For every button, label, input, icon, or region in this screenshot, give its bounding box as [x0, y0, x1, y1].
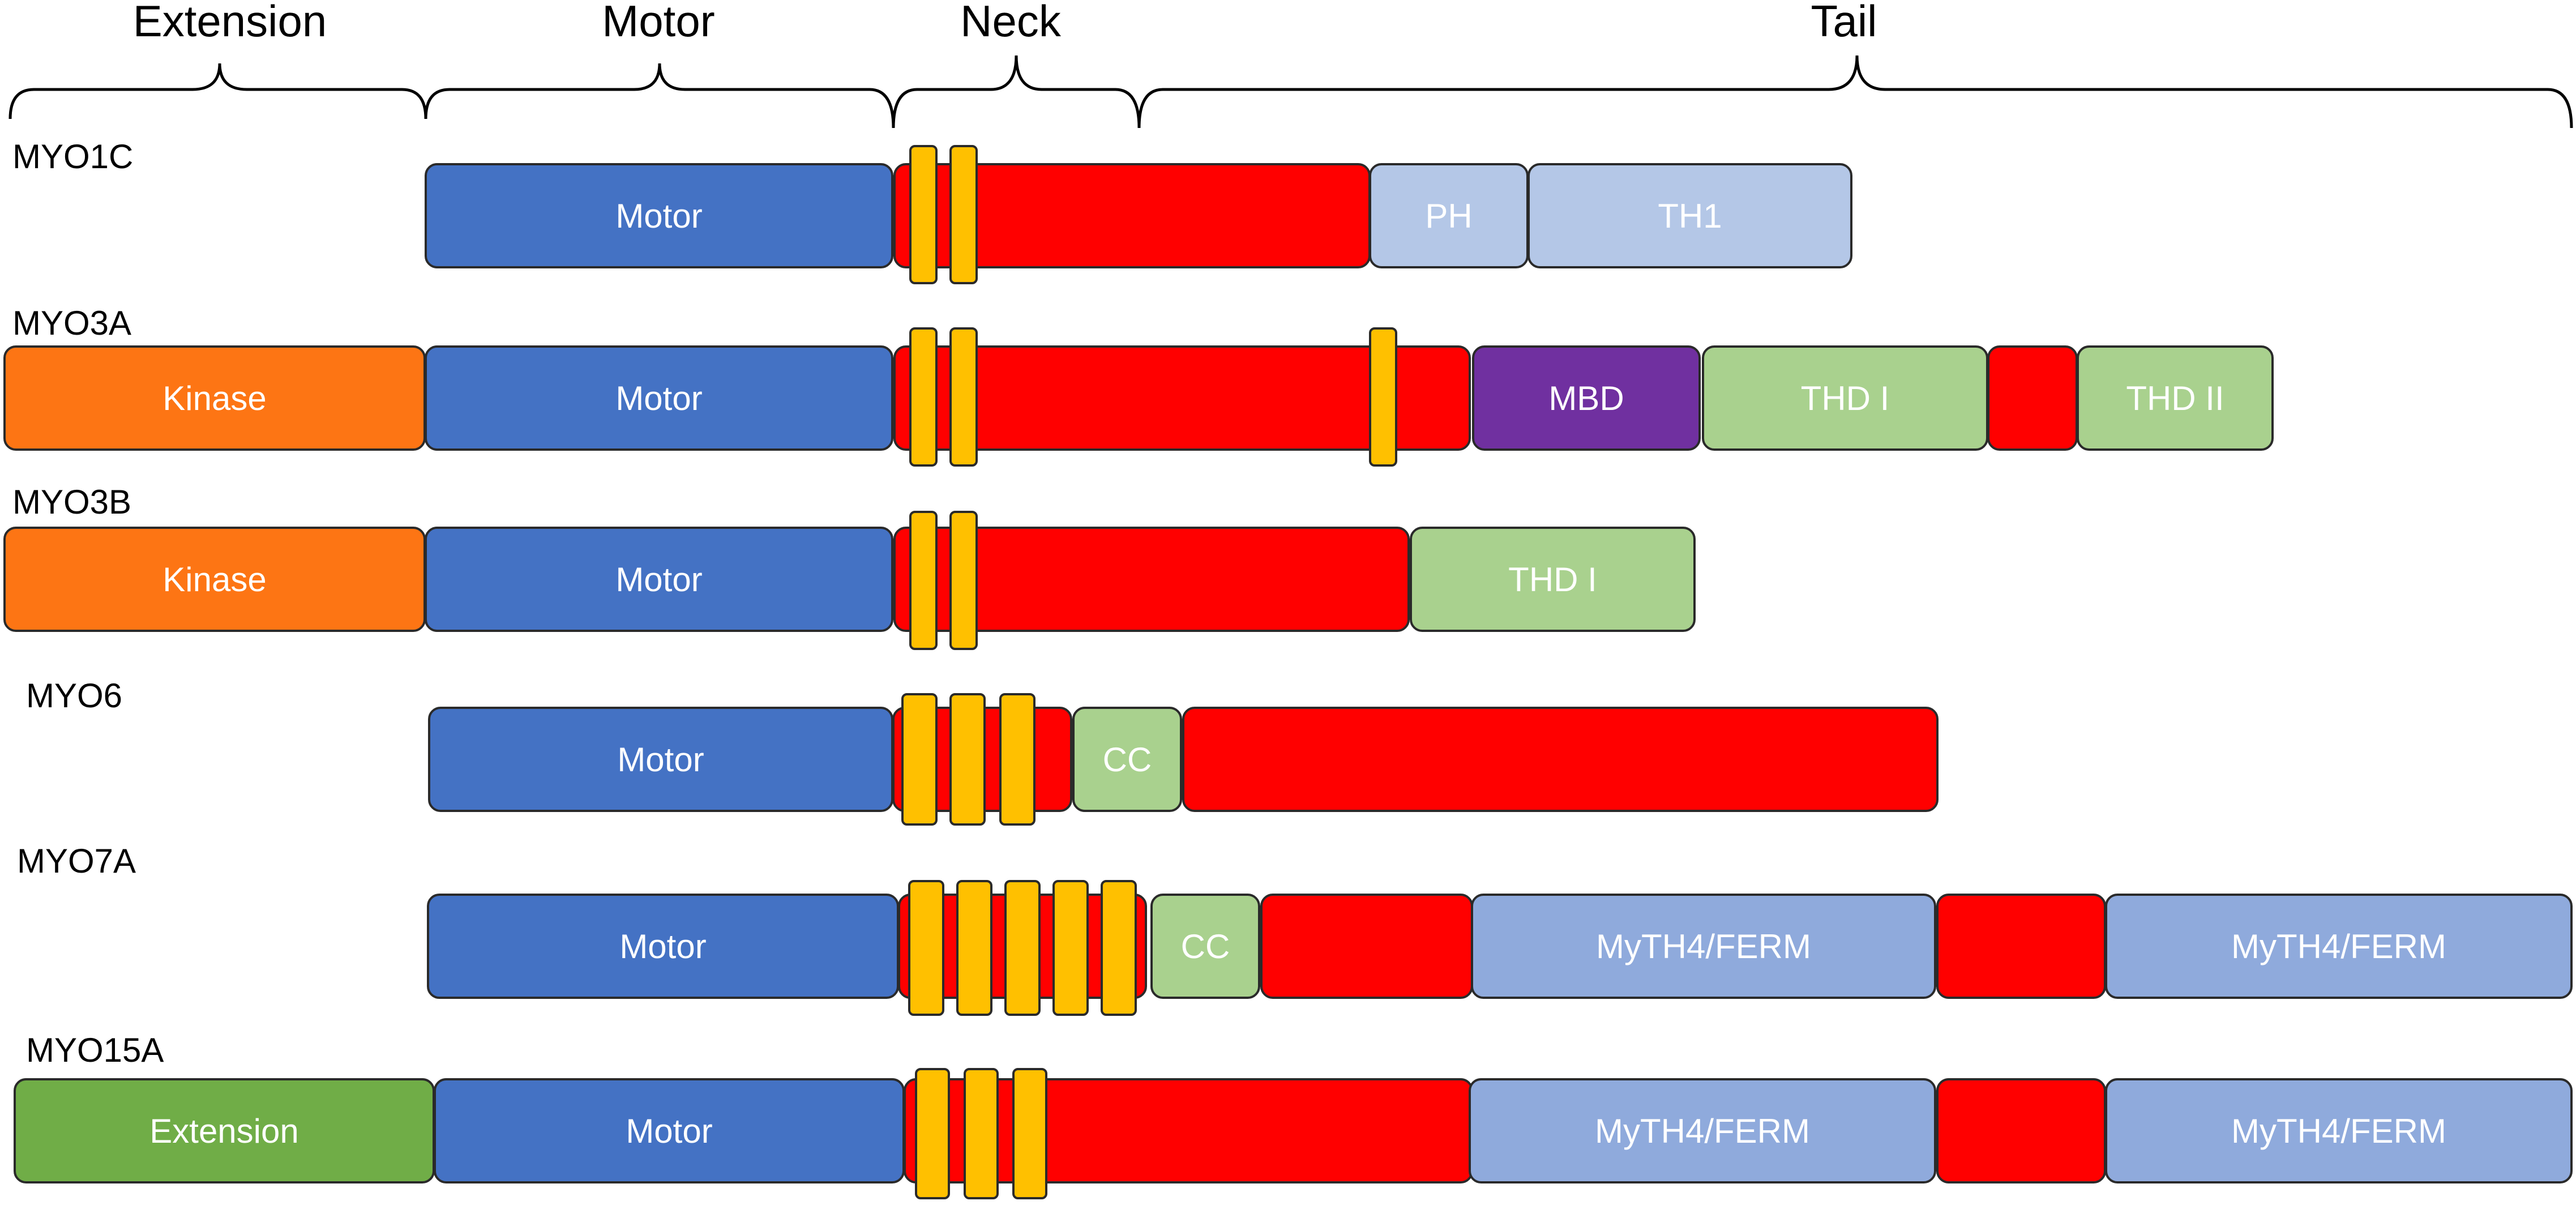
iq-motif: [956, 880, 992, 1016]
iq-motif: [901, 693, 938, 826]
tail-region: [1182, 707, 1939, 812]
motor-domain: Motor: [428, 707, 893, 812]
mbd-domain: MBD: [1472, 345, 1701, 451]
iq-motif: [999, 693, 1035, 826]
linker-region: [1987, 345, 2078, 451]
iq-motif: [909, 145, 938, 284]
section-label-tail: Tail: [1811, 0, 1877, 46]
thd2-domain: THD II: [2077, 345, 2274, 451]
linker-region: [1936, 1078, 2106, 1183]
motor-domain: Motor: [425, 345, 893, 451]
iq-motif: [1012, 1068, 1047, 1199]
iq-motif: [1101, 880, 1137, 1016]
myth4-ferm-domain: MyTH4/FERM: [1471, 894, 1936, 999]
bracket-neck: [892, 55, 1141, 129]
motor-domain: Motor: [434, 1078, 905, 1183]
cc-domain: CC: [1072, 707, 1182, 812]
iq-motif: [909, 327, 938, 467]
bracket-motor: [424, 63, 895, 129]
tail-region: [1260, 894, 1473, 999]
linker-region: [1936, 894, 2106, 999]
bracket-tail: [1137, 55, 2573, 129]
iq-motif: [964, 1068, 999, 1199]
extension-domain: Extension: [14, 1078, 435, 1183]
iq-motif: [1004, 880, 1041, 1016]
kinase-domain: Kinase: [3, 345, 426, 451]
protein-label-myo7a: MYO7A: [17, 842, 136, 880]
myth4-ferm-domain: MyTH4/FERM: [1469, 1078, 1936, 1183]
protein-label-myo1c: MYO1C: [12, 138, 134, 176]
motor-domain: Motor: [425, 527, 893, 632]
section-label-motor: Motor: [602, 0, 715, 46]
ph-domain: PH: [1369, 163, 1529, 268]
thd1-domain: THD I: [1702, 345, 1988, 451]
th1-domain: TH1: [1527, 163, 1852, 268]
motor-domain: Motor: [427, 894, 899, 999]
iq-motif: [949, 693, 986, 826]
iq-motif: [949, 327, 978, 467]
protein-label-myo3b: MYO3B: [12, 483, 132, 521]
iq-motif: [1052, 880, 1089, 1016]
iq-motif: [909, 511, 938, 650]
iq-motif: [915, 1068, 950, 1199]
motor-domain: Motor: [425, 163, 893, 268]
section-label-extension: Extension: [132, 0, 327, 46]
iq-motif: [1369, 327, 1397, 467]
iq-motif: [908, 880, 944, 1016]
protein-label-myo15a: MYO15A: [26, 1031, 164, 1069]
protein-label-myo3a: MYO3A: [12, 304, 132, 342]
thd1-domain: THD I: [1410, 527, 1696, 632]
iq-motif: [949, 511, 978, 650]
bracket-extension: [8, 63, 427, 119]
cc-domain: CC: [1150, 894, 1260, 999]
iq-motif: [949, 145, 978, 284]
myth4-ferm-domain: MyTH4/FERM: [2105, 1078, 2573, 1183]
myth4-ferm-domain: MyTH4/FERM: [2105, 894, 2573, 999]
protein-label-myo6: MYO6: [26, 677, 123, 715]
kinase-domain: Kinase: [3, 527, 426, 632]
section-label-neck: Neck: [960, 0, 1061, 46]
neck-region: [893, 527, 1410, 632]
